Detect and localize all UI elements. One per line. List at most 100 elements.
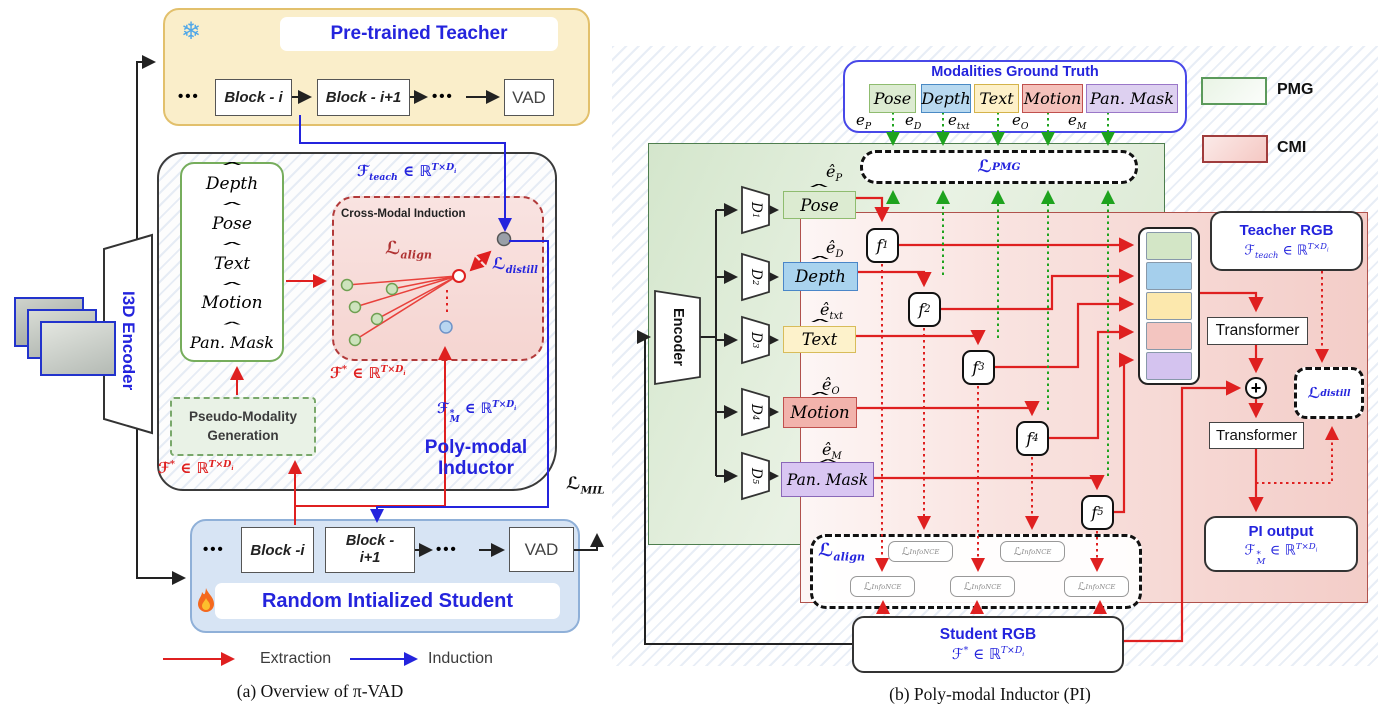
l-distill-label-a: ℒdistill [492, 254, 538, 277]
teacher-rgb-box: Teacher RGB ℱteach ∈ ℝT×Di [1210, 211, 1363, 271]
video-frame [40, 321, 116, 376]
student-block-i1: Block - i+1 [325, 527, 415, 573]
gt-e-p: eP [856, 111, 872, 132]
caption-a: (a) Overview of π-VAD [236, 680, 404, 701]
f-teach-label: ℱteach ∈ ℝT×Di [357, 162, 457, 183]
student-rgb-title: Student RGB [939, 626, 1037, 643]
pseudo-modality-generation-label: Pseudo-Modality Generation [188, 409, 297, 443]
flame-icon [198, 588, 214, 612]
cross-modal-induction-box [332, 196, 544, 361]
gt-chip-motion: Motion [1022, 84, 1083, 113]
student-vad-block: VAD [509, 527, 574, 572]
cmi-title: Cross-Modal Induction [341, 208, 466, 220]
dots: ••• [436, 541, 458, 558]
student-rgb-value: ℱ* ∈ ℝT×Di [951, 645, 1025, 663]
l-distill-box-b [1294, 367, 1364, 419]
student-block-i: Block -i [241, 527, 314, 573]
pred-pose-box: Pose [783, 191, 856, 219]
pred-text-box: Text [783, 326, 856, 353]
transformer2-box: Transformer [1209, 422, 1304, 449]
e-hat-p: êP [826, 162, 843, 185]
e-hat-o: êO [822, 375, 840, 398]
e-hat-txt: êtxt [820, 300, 844, 323]
poly-modal-inductor-label: Poly-modal Inductor [424, 437, 528, 479]
token-stack [1138, 227, 1200, 385]
teacher-title: Pre-trained Teacher [330, 23, 508, 44]
legend-induction-label: Induction [428, 650, 493, 667]
gt-e-o: eO [1012, 111, 1029, 132]
f-star-m-label-a: ℱ*M ∈ ℝT×Di [437, 400, 517, 426]
pred-depth-box: Depth [783, 262, 858, 291]
plus-node: + [1245, 377, 1267, 399]
gt-title: Modalities Ground Truth [931, 64, 1099, 80]
gt-e-txt: etxt [948, 111, 970, 132]
encoder-label: Encoder [670, 307, 686, 366]
gt-chip-pose: Pose [869, 84, 916, 113]
pred-pan-mask-box: Pan. Mask [781, 462, 874, 497]
token-pose [1146, 232, 1192, 260]
gt-e-m: eM [1068, 111, 1087, 132]
caption-b: (b) Poly-modal Inductor (PI) [889, 683, 1091, 704]
e-hat-d: êD [826, 238, 844, 261]
pred-motion-box: Motion [783, 397, 857, 428]
transformer1-box: Transformer [1207, 317, 1308, 345]
snowflake-icon: ❄ [181, 18, 202, 45]
modality-pan-mask: Pan. Mask [190, 333, 274, 352]
dots: ••• [432, 88, 454, 105]
gt-chip-depth: Depth [921, 84, 971, 113]
gt-e-d: eD [905, 111, 922, 132]
modality-text: Text [214, 254, 251, 274]
token-text [1146, 292, 1192, 320]
student-rgb-box: Student RGB ℱ* ∈ ℝT×Di [852, 616, 1124, 673]
modality-pose: Pose [212, 214, 252, 234]
l-align-label-a: ℒalign [385, 238, 433, 262]
modality-motion: Motion [201, 293, 262, 313]
teacher-block-i1: Block - i+1 [317, 79, 410, 116]
e-hat-m: êM [822, 440, 842, 463]
modality-depth: Depth [206, 174, 258, 194]
student-title: Random Intialized Student [261, 589, 514, 612]
l-align-label-b: ℒalign [818, 540, 866, 564]
teacher-block-i: Block - i [215, 79, 292, 116]
dots: ••• [203, 541, 225, 558]
teacher-rgb-title: Teacher RGB [1239, 221, 1334, 239]
teacher-rgb-value: ℱteach ∈ ℝT×Di [1244, 240, 1329, 261]
pi-output-value: ℱ*M ∈ ℝT×Di [1244, 542, 1318, 567]
i3d-encoder-label: I3D Encoder [119, 291, 138, 391]
f-star-top-label: ℱ* ∈ ℝT×Di [330, 364, 406, 382]
legend-pmg-label: PMG [1277, 81, 1314, 98]
teacher-vad-block: VAD [504, 79, 554, 116]
legend-cmi-swatch [1202, 135, 1268, 163]
l-pmg-box [860, 150, 1138, 184]
dots: ••• [178, 88, 200, 105]
teacher-title-pill: Pre-trained Teacher [280, 17, 558, 51]
token-pan-mask [1146, 352, 1192, 380]
student-title-pill: Random Intialized Student [215, 583, 560, 619]
token-motion [1146, 322, 1192, 350]
pseudo-modality-generation-box [170, 397, 316, 456]
token-depth [1146, 262, 1192, 290]
pi-output-box: PI output ℱ*M ∈ ℝT×Di [1204, 516, 1358, 572]
modalities-list: Depth Pose Text Motion Pan. Mask [182, 168, 282, 358]
pi-output-title: PI output [1248, 523, 1314, 541]
gt-chip-text: Text [974, 84, 1019, 113]
legend-pmg-swatch [1201, 77, 1267, 105]
legend-extraction-label: Extraction [260, 650, 332, 667]
